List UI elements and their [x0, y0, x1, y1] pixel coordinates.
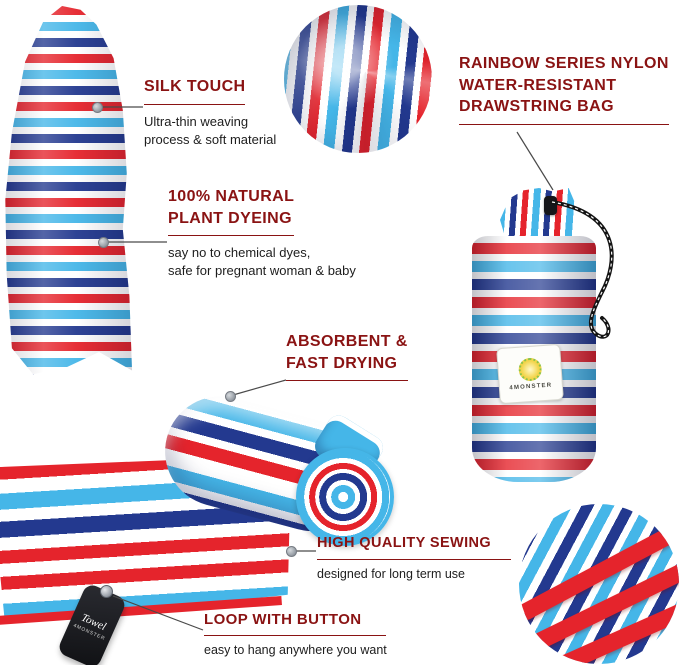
dye-desc-line2: safe for pregnant woman & baby	[168, 263, 356, 279]
absorbent-connector-line	[232, 379, 287, 396]
silk-touch-title: SILK TOUCH	[144, 76, 246, 105]
dye-desc-line1: say no to chemical dyes,	[168, 245, 311, 261]
silk-touch-description: Ultra-thin weaving process & soft materi…	[144, 113, 276, 149]
plant-dyeing-description: say no to chemical dyes, safe for pregna…	[168, 244, 356, 280]
drawstring-bag-photo: 4MONSTER	[466, 186, 616, 488]
snap-button-dot	[225, 391, 236, 402]
bag-title-line1: RAINBOW SERIES NYLON	[459, 55, 669, 72]
silk-touch-callout: SILK TOUCH Ultra-thin weaving process & …	[144, 76, 276, 149]
dye-title-line1: 100% NATURAL	[168, 188, 295, 205]
sun-logo-icon	[517, 357, 542, 382]
snap-button-dot	[98, 237, 109, 248]
silk-desc-line2: process & soft material	[144, 131, 277, 147]
loop-button-title: LOOP WITH BUTTON	[204, 610, 386, 637]
sewing-title: HIGH QUALITY SEWING	[317, 534, 511, 560]
sewing-detail-photo	[519, 504, 679, 664]
hanging-striped-towel-photo	[5, 6, 133, 375]
absorbent-title: ABSORBENT & FAST DRYING	[286, 331, 408, 382]
drawstring-bag-callout: RAINBOW SERIES NYLON WATER-RESISTANT DRA…	[459, 53, 669, 125]
absorbent-title-line1: ABSORBENT &	[286, 333, 408, 350]
loop-button-callout: LOOP WITH BUTTON easy to hang anywhere y…	[204, 610, 387, 660]
bag-brand-text: 4MONSTER	[509, 382, 553, 392]
dye-title-line2: PLANT DYEING	[168, 209, 292, 227]
roll-end-spiral	[296, 448, 394, 546]
absorbent-title-line2: FAST DRYING	[286, 354, 398, 372]
cord-lock	[544, 196, 557, 215]
bag-title-line3: DRAWSTRING BAG	[459, 98, 614, 116]
loop-button-snap	[100, 585, 113, 598]
sewing-description: designed for long term use	[317, 566, 466, 581]
plant-dyeing-callout: 100% NATURAL PLANT DYEING say no to chem…	[168, 186, 356, 281]
loop-button-description: easy to hang anywhere you want	[204, 643, 387, 658]
bag-title-line2: WATER-RESISTANT	[459, 76, 617, 94]
snap-button-dot	[286, 546, 297, 557]
silk-desc-line1: Ultra-thin weaving	[144, 113, 249, 129]
drawstring-bag-title: RAINBOW SERIES NYLON WATER-RESISTANT DRA…	[459, 53, 669, 125]
bag-brand-label: 4MONSTER	[496, 343, 564, 405]
bag-connector-line	[516, 131, 554, 191]
absorbent-callout: ABSORBENT & FAST DRYING	[286, 331, 408, 382]
snap-button-dot	[92, 102, 103, 113]
crumpled-fabric-photo	[284, 5, 432, 153]
sewing-callout: HIGH QUALITY SEWING designed for long te…	[317, 534, 511, 583]
plant-dyeing-title: 100% NATURAL PLANT DYEING	[168, 186, 295, 237]
